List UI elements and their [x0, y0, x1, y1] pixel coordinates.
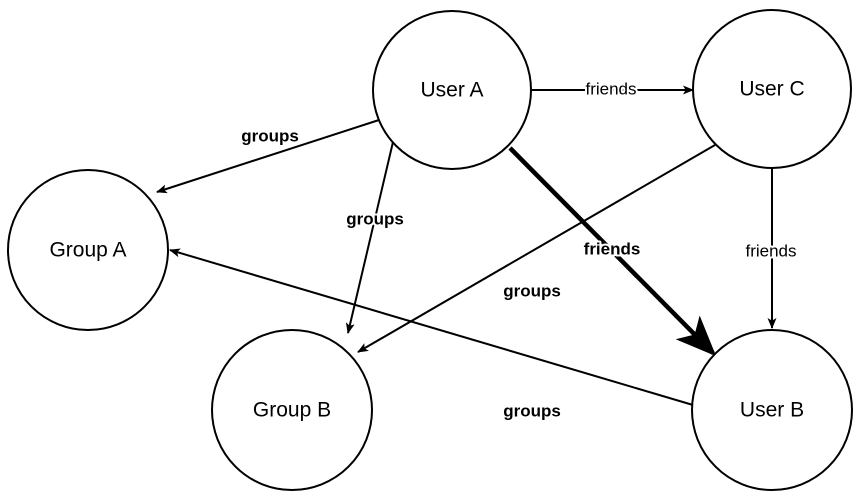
node-circle-group-b[interactable] — [211, 329, 373, 491]
edge-label-edge-user-c-user-b: friends — [745, 241, 796, 260]
node-label-user-c: User C — [739, 78, 804, 101]
node-group-a[interactable]: Group A — [7, 169, 169, 331]
node-label-group-a: Group A — [49, 239, 126, 262]
edge-user-a-group-b[interactable] — [345, 141, 394, 334]
edge-user-a-user-b[interactable] — [508, 146, 717, 357]
edge-label-edge-user-a-group-a: groups — [241, 126, 299, 145]
edge-labels-layer: groups groups friends friends groups groups fr… — [239, 77, 798, 422]
node-circle-user-a[interactable] — [372, 10, 532, 170]
edge-label-edge-user-a-group-b: groups — [346, 209, 404, 228]
edge-label-halo-edge-user-a-user-b: friends — [584, 239, 641, 258]
edge-label-halo-edge-user-c-group-b: groups — [503, 281, 561, 300]
node-circle-group-a[interactable] — [7, 169, 169, 331]
edge-label-halo-edge-user-a-group-a: groups — [241, 126, 299, 145]
node-label-user-a: User A — [420, 79, 483, 102]
nodes-layer: User A User C Group A Group B User B — [7, 9, 853, 491]
edge-label-edge-user-b-group-a: groups — [503, 401, 561, 420]
edge-user-b-group-a[interactable] — [169, 248, 694, 406]
edge-user-c-group-b[interactable] — [357, 144, 716, 353]
node-group-b[interactable]: Group B — [211, 329, 373, 491]
edge-label-halo-edge-user-a-group-b: groups — [346, 209, 404, 228]
edge-label-halo-edge-user-c-user-b: friends — [745, 241, 796, 260]
node-label-group-b: Group B — [253, 399, 331, 422]
edges-layer — [156, 85, 777, 406]
edge-label-edge-user-a-user-b: friends — [584, 239, 641, 258]
edge-user-a-group-a[interactable] — [156, 119, 380, 194]
edge-label-halo-edge-user-a-user-c: friends — [585, 79, 636, 98]
edge-label-halo-edge-user-b-group-a: groups — [503, 401, 561, 420]
node-circle-user-b[interactable] — [691, 329, 853, 491]
edge-label-edge-user-c-group-b: groups — [503, 281, 561, 300]
node-user-c[interactable]: User C — [692, 9, 852, 169]
node-circle-user-c[interactable] — [692, 9, 852, 169]
node-user-a[interactable]: User A — [372, 10, 532, 170]
edge-label-edge-user-a-user-c: friends — [585, 79, 636, 98]
node-user-b[interactable]: User B — [691, 329, 853, 491]
node-label-user-b: User B — [740, 399, 804, 422]
